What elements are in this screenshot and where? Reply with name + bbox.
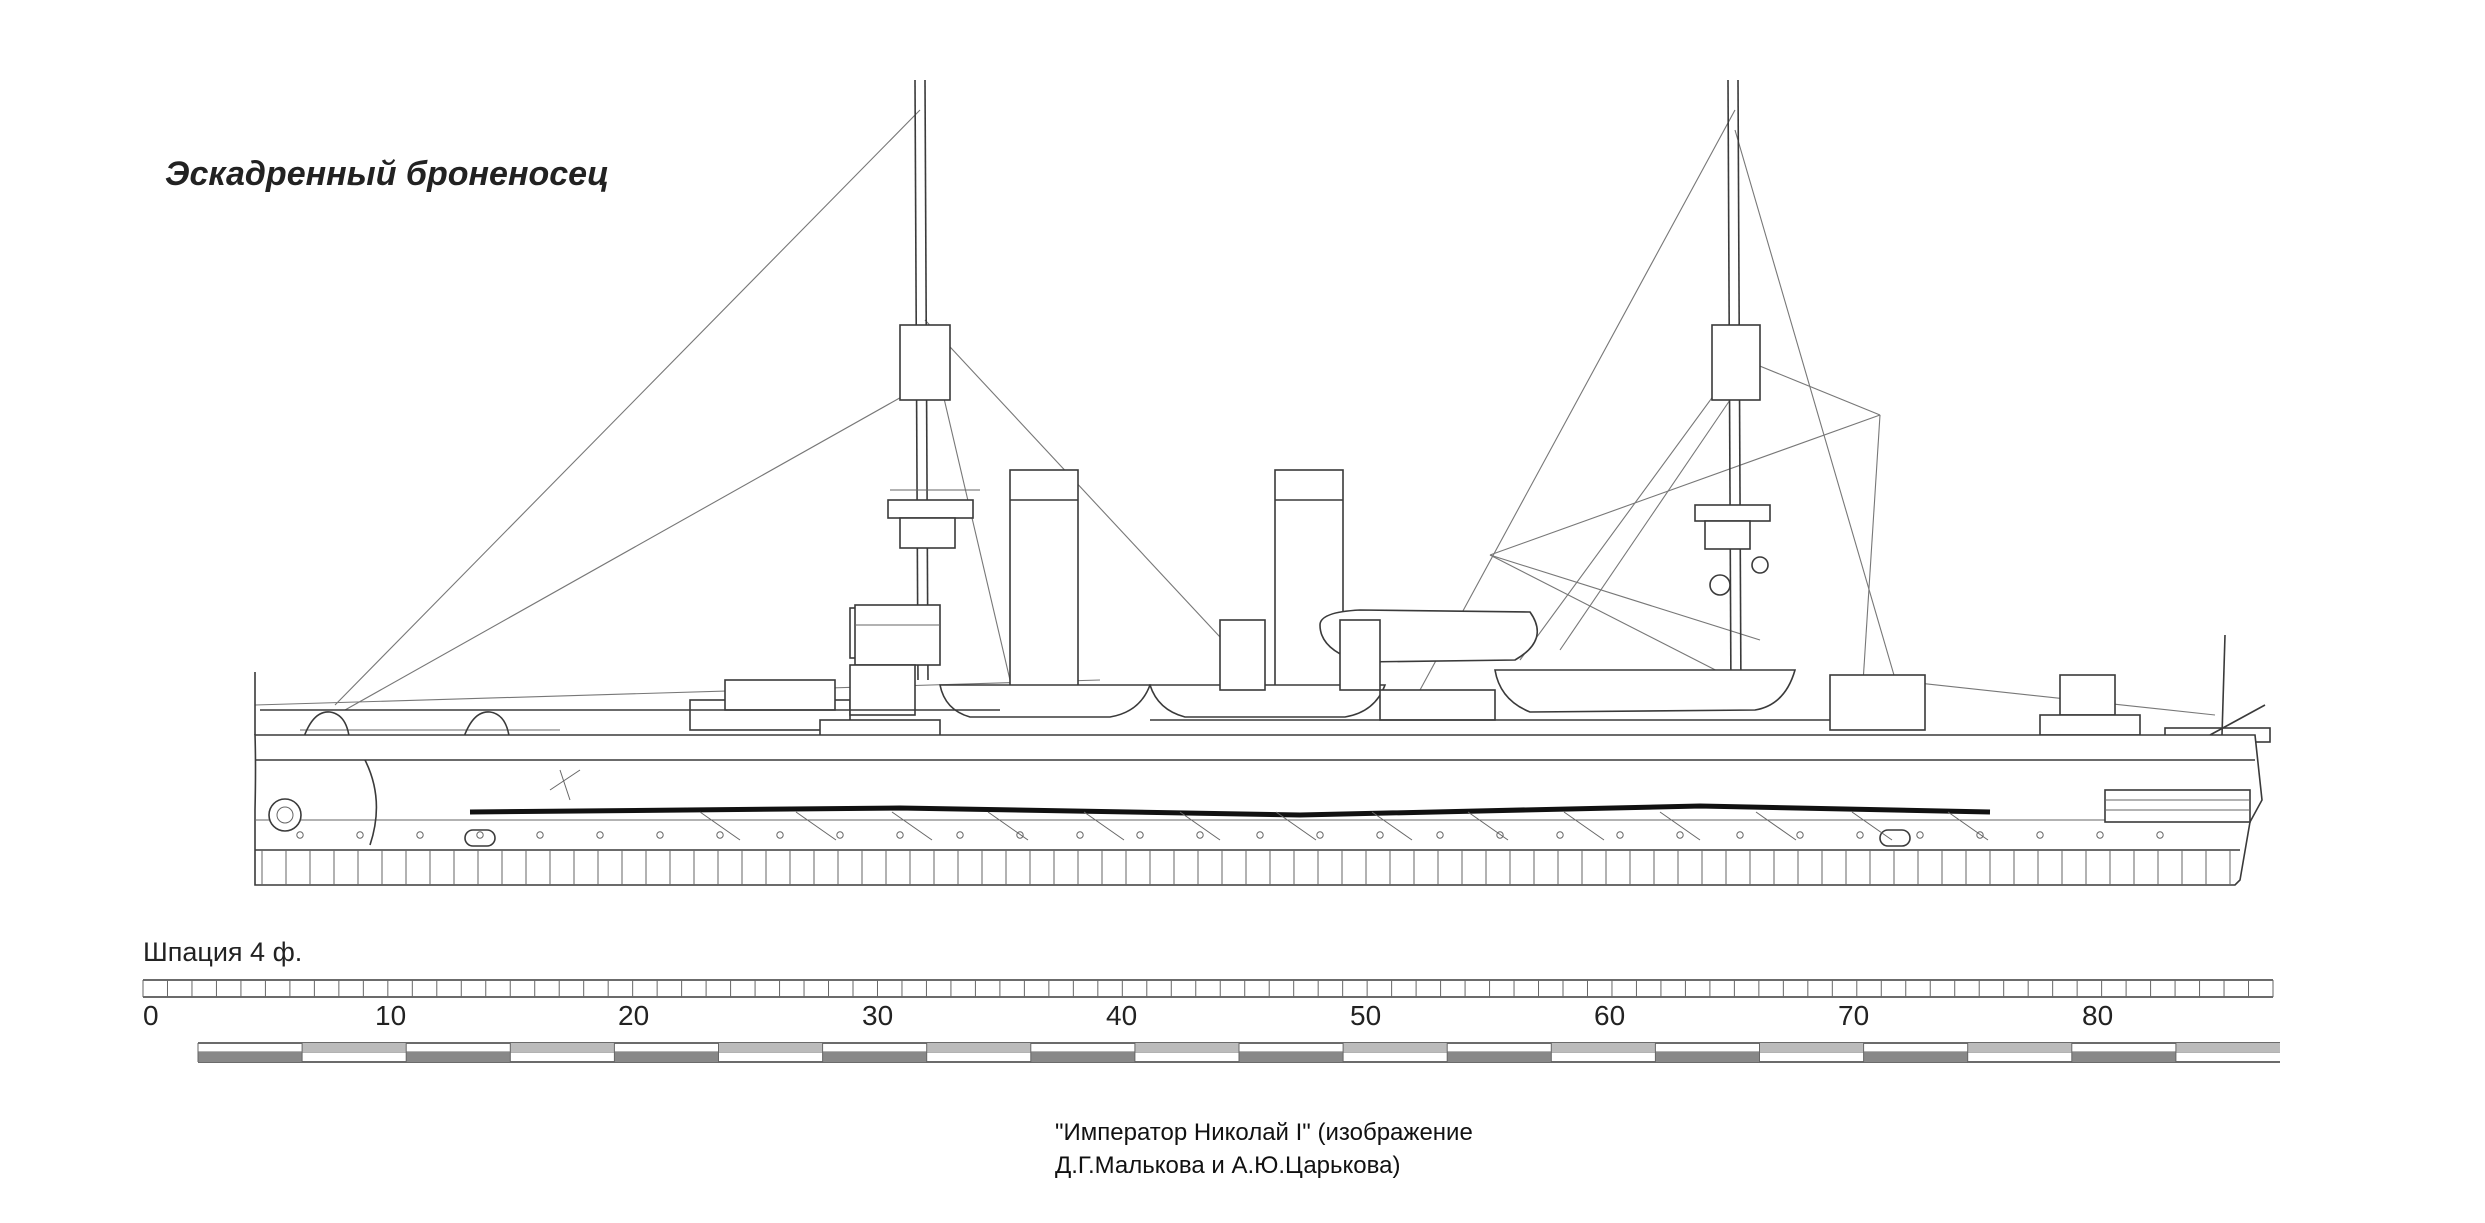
- hull: [254, 634, 2263, 886]
- aft-funnel: [1274, 469, 1344, 696]
- frame-scale-tick-labels: 0 10 20 30 40 50 60 70 80: [143, 1000, 2113, 1031]
- drawing-title: Эскадренный броненосец: [165, 155, 609, 193]
- scale-tick-0: 0: [143, 1000, 159, 1031]
- caption-line-2: Д.Г.Малькова и А.Ю.Царькова): [1055, 1152, 1400, 1179]
- caption-line-1: "Император Николай I" (изображение: [1055, 1119, 1473, 1146]
- fore-funnel: [1009, 469, 1079, 696]
- scale-tick-40: 40: [1106, 1000, 1137, 1031]
- scale-tick-80: 80: [2082, 1000, 2113, 1031]
- hull-frame-marks: [261, 811, 2231, 885]
- superstructure: [260, 604, 2141, 751]
- frame-scale-ruler: [142, 979, 2274, 998]
- scale-tick-70: 70: [1838, 1000, 1869, 1031]
- scale-tick-30: 30: [862, 1000, 893, 1031]
- scale-tick-50: 50: [1350, 1000, 1381, 1031]
- rigging: [254, 109, 2216, 731]
- main-mast: [1694, 79, 1771, 701]
- scale-tick-60: 60: [1594, 1000, 1625, 1031]
- scale-label: Шпация 4 ф.: [143, 937, 302, 967]
- scale-tick-10: 10: [375, 1000, 406, 1031]
- fore-mast: [849, 79, 980, 681]
- metric-bar-scale: [197, 1042, 2280, 1063]
- scale-tick-20: 20: [618, 1000, 649, 1031]
